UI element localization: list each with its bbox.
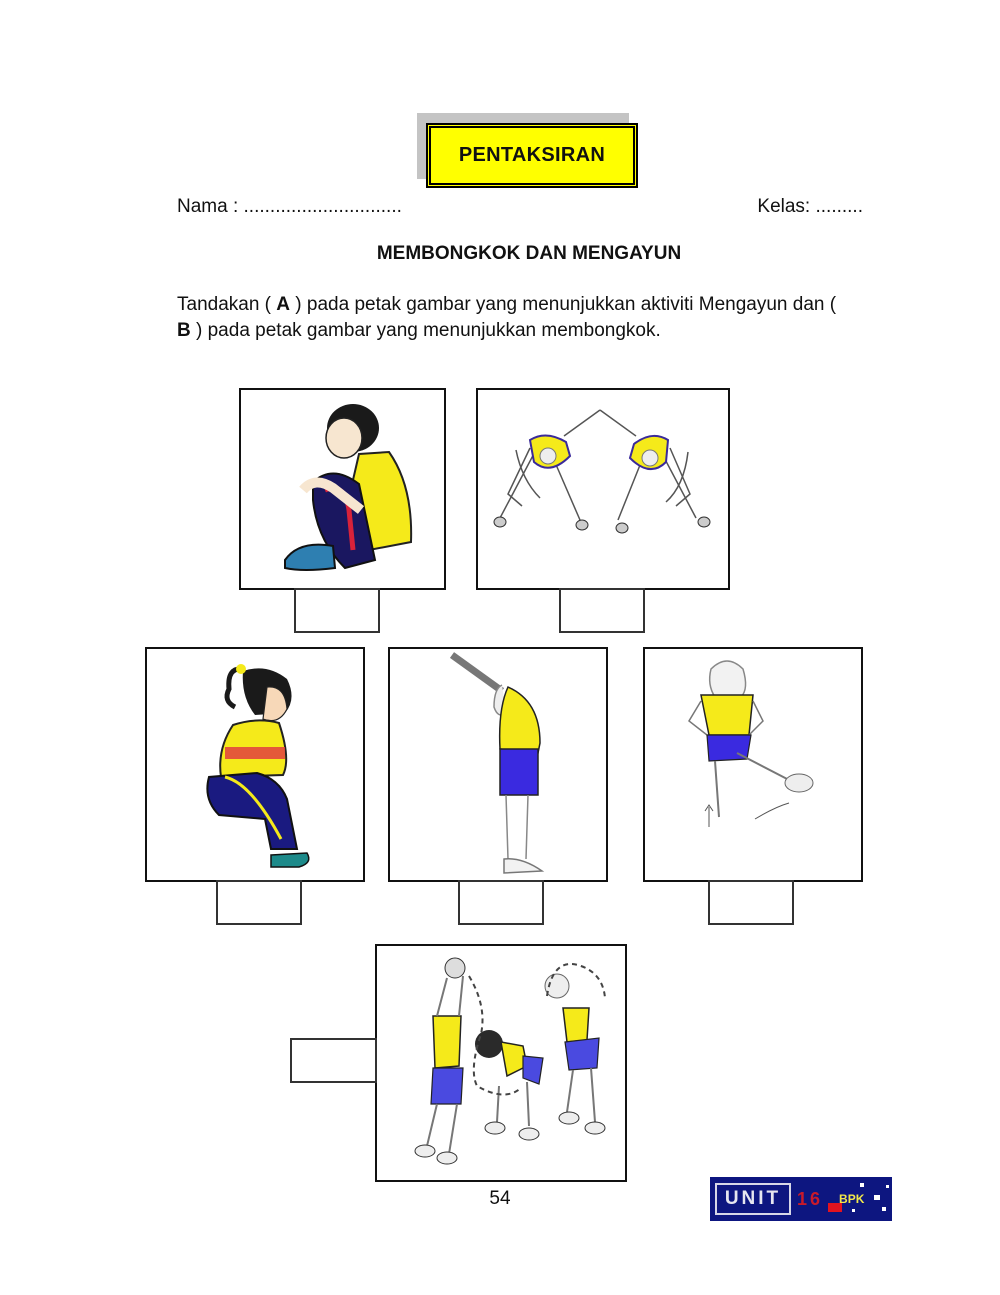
logo-speck <box>886 1185 889 1188</box>
mark-b: B <box>177 320 191 341</box>
picture-girl-squatting <box>145 647 365 882</box>
page-title: MEMBONGKOK DAN MENGAYUN <box>376 243 682 264</box>
instruction-part2: ) pada petak gambar yang menunjukkan akt… <box>290 294 837 315</box>
unit-label-box: UNIT <box>715 1183 791 1215</box>
logo-speck <box>874 1195 880 1200</box>
answer-box-5[interactable] <box>708 880 794 925</box>
answer-box-1[interactable] <box>294 588 380 633</box>
answer-box-3[interactable] <box>216 880 302 925</box>
page-number: 54 <box>489 1188 511 1209</box>
logo-speck <box>852 1209 855 1212</box>
backward-arch-illustration <box>449 652 545 874</box>
logo-red-accent <box>828 1203 842 1212</box>
picture-side-bend <box>476 388 730 590</box>
badge-label: PENTAKSIRAN <box>458 144 606 166</box>
picture-backward-arch <box>388 647 608 882</box>
answer-box-2[interactable] <box>559 588 645 633</box>
answer-box-4[interactable] <box>458 880 544 925</box>
name-field-label: Nama : .............................. <box>177 196 402 217</box>
instruction-text: Tandakan ( A ) pada petak gambar yang me… <box>177 292 837 344</box>
picture-boy-sitting <box>239 388 446 590</box>
leg-swing-illustration <box>688 660 814 827</box>
class-field-label: Kelas: ......... <box>757 196 863 217</box>
side-bend-illustration <box>493 409 711 534</box>
logo-speck <box>860 1183 864 1187</box>
mark-a: A <box>276 294 291 315</box>
ball-passing-illustration <box>414 957 606 1165</box>
picture-ball-passing <box>375 944 627 1182</box>
logo-speck <box>882 1207 886 1211</box>
instruction-part1: Tandakan ( <box>177 294 277 315</box>
unit-logo: UNIT 16 BPK <box>710 1177 892 1221</box>
unit-label: UNIT <box>724 1188 782 1209</box>
unit-number: 16 <box>797 1188 824 1209</box>
assessment-badge: PENTAKSIRAN <box>426 123 638 188</box>
instruction-part3: ) pada petak gambar yang menunjukkan mem… <box>190 320 661 341</box>
boy-sitting-illustration <box>284 404 413 571</box>
publisher-logo: BPK <box>839 1192 865 1206</box>
answer-box-6[interactable] <box>290 1038 377 1083</box>
picture-leg-swing <box>643 647 863 882</box>
girl-squatting-illustration <box>206 664 310 868</box>
